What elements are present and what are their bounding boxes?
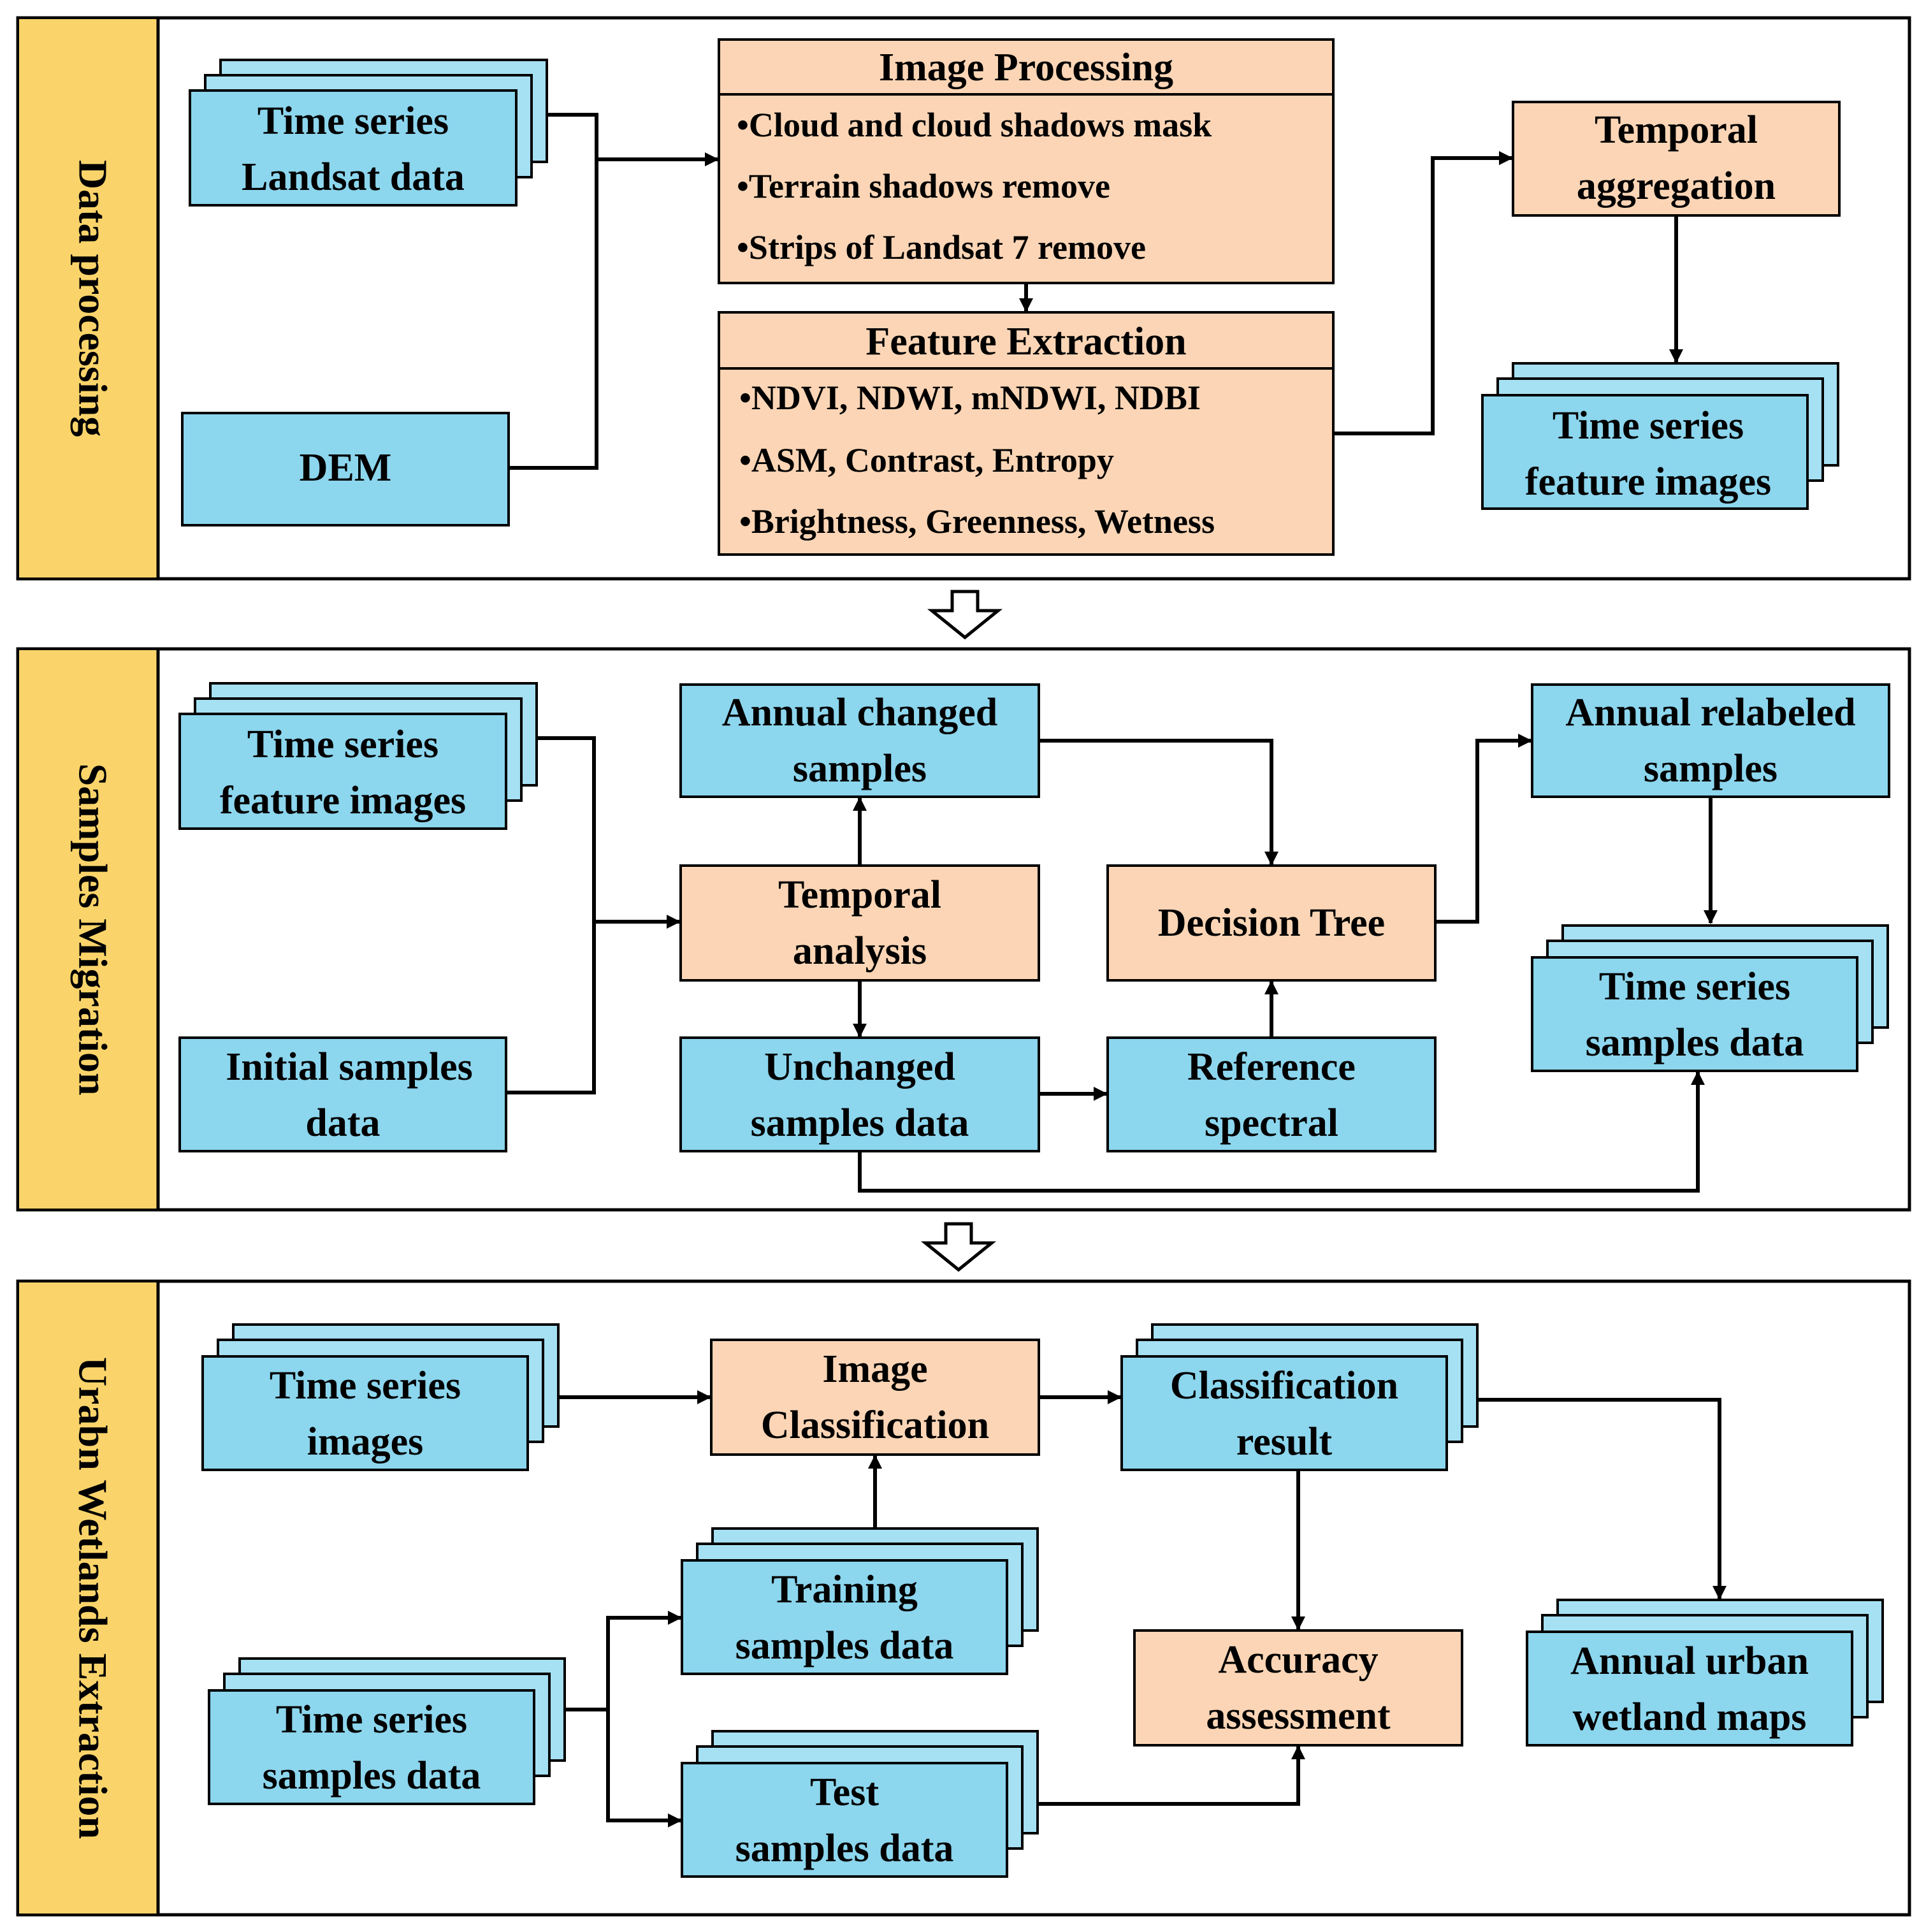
stage-arrow-icon bbox=[920, 1222, 997, 1272]
panel-wetlands-extraction: Urabn Wetlands Extraction Time series im… bbox=[16, 1279, 1911, 1917]
arrow bbox=[566, 1611, 682, 1711]
stage-arrow-icon bbox=[927, 590, 1003, 640]
landsat-label-1: Time series bbox=[257, 99, 449, 143]
initial-samples-label-2: data bbox=[305, 1101, 380, 1145]
image-processing-item: •Cloud and cloud shadows mask bbox=[737, 106, 1212, 144]
panel-data-processing: Data processing Time series Landsat data… bbox=[16, 16, 1911, 581]
temporal-aggregation-label-1: Temporal bbox=[1595, 108, 1758, 152]
samples-data-label-2: samples data bbox=[1586, 1021, 1804, 1064]
temporal-analysis-label-2: analysis bbox=[793, 929, 927, 973]
dem-label: DEM bbox=[300, 446, 392, 490]
section-band bbox=[19, 650, 158, 1209]
unchanged-samples-label-1: Unchanged bbox=[764, 1045, 955, 1089]
image-classification-label-1: Image bbox=[822, 1347, 927, 1391]
initial-samples-label-1: Initial samples bbox=[226, 1045, 473, 1089]
accuracy-label-1: Accuracy bbox=[1218, 1638, 1378, 1681]
landsat-label-2: Landsat data bbox=[242, 156, 465, 199]
images-label-1: Time series bbox=[270, 1364, 461, 1407]
accuracy-label-2: assessment bbox=[1206, 1694, 1391, 1738]
annual-relabeled-label-2: samples bbox=[1644, 747, 1778, 790]
annual-changed-label-2: samples bbox=[793, 747, 927, 790]
connector bbox=[510, 113, 598, 470]
panel-samples-migration: Samples Migration Time series feature im… bbox=[16, 647, 1911, 1212]
samples-data-label-1: Time series bbox=[276, 1698, 467, 1741]
feature-extraction-item: •Brightness, Greenness, Wetness bbox=[739, 502, 1215, 541]
image-processing-title: Image Processing bbox=[879, 46, 1173, 89]
dem-box: DEM bbox=[181, 412, 510, 527]
test-label-1: Test bbox=[810, 1771, 879, 1814]
feature-images-stack: Time series feature images bbox=[1481, 362, 1839, 510]
arrow bbox=[1039, 1745, 1305, 1806]
wetland-maps-label-1: Annual urban bbox=[1570, 1639, 1809, 1683]
wetland-maps-label-2: wetland maps bbox=[1573, 1696, 1807, 1739]
samples-data-stack: Time series samples data bbox=[1531, 924, 1889, 1072]
image-processing-item: •Strips of Landsat 7 remove bbox=[737, 228, 1146, 266]
classification-result-stack: Classification result bbox=[1120, 1323, 1479, 1471]
samples-data-label-1: Time series bbox=[1599, 965, 1790, 1008]
feature-images-label-1: Time series bbox=[247, 723, 438, 766]
feature-images-label-1: Time series bbox=[1553, 404, 1744, 447]
image-classification-label-2: Classification bbox=[761, 1404, 989, 1447]
arrow bbox=[1040, 739, 1278, 866]
temporal-aggregation-box: Temporal aggregation bbox=[1512, 101, 1841, 217]
classification-result-label-2: result bbox=[1236, 1420, 1333, 1464]
image-classification-box: Image Classification bbox=[710, 1339, 1040, 1456]
arrow bbox=[606, 1710, 682, 1827]
samples-data-label-2: samples data bbox=[263, 1754, 481, 1798]
annual-changed-label-1: Annual changed bbox=[722, 691, 997, 734]
landsat-stack: Time series Landsat data bbox=[189, 59, 548, 207]
reference-spectral-box: Reference spectral bbox=[1106, 1036, 1437, 1152]
accuracy-assessment-box: Accuracy assessment bbox=[1133, 1629, 1463, 1747]
temporal-analysis-box: Temporal analysis bbox=[679, 864, 1040, 982]
annual-relabeled-label-1: Annual relabeled bbox=[1565, 691, 1855, 734]
image-processing-box: Image Processing •Cloud and cloud shadow… bbox=[718, 38, 1335, 284]
wetland-maps-stack: Annual urban wetland maps bbox=[1526, 1599, 1884, 1747]
decision-tree-label: Decision Tree bbox=[1158, 901, 1385, 945]
arrow bbox=[1479, 1398, 1727, 1600]
feature-extraction-title: Feature Extraction bbox=[865, 320, 1186, 363]
feature-images-label-2: feature images bbox=[1525, 460, 1771, 504]
samples-data-stack: Time series samples data bbox=[208, 1657, 566, 1805]
feature-images-label-2: feature images bbox=[220, 779, 466, 822]
section-band bbox=[19, 1282, 158, 1914]
training-label-2: samples data bbox=[735, 1624, 954, 1667]
temporal-aggregation-label-2: aggregation bbox=[1577, 164, 1776, 208]
test-samples-stack: Test samples data bbox=[681, 1730, 1039, 1878]
training-samples-stack: Training samples data bbox=[681, 1527, 1039, 1675]
annual-changed-box: Annual changed samples bbox=[679, 683, 1040, 798]
feature-extraction-box: Feature Extraction •NDVI, NDWI, mNDWI, N… bbox=[718, 311, 1335, 556]
feature-extraction-item: •ASM, Contrast, Entropy bbox=[739, 441, 1114, 479]
classification-result-label-1: Classification bbox=[1170, 1364, 1398, 1407]
arrow bbox=[858, 1071, 1705, 1193]
decision-tree-box: Decision Tree bbox=[1106, 864, 1437, 982]
temporal-analysis-label-1: Temporal bbox=[778, 873, 941, 917]
annual-relabeled-box: Annual relabeled samples bbox=[1531, 683, 1890, 798]
test-label-2: samples data bbox=[735, 1827, 954, 1870]
arrow bbox=[1335, 151, 1513, 435]
section-label-samples-migration: Samples Migration bbox=[70, 764, 115, 1096]
feature-images-stack: Time series feature images bbox=[178, 682, 538, 830]
image-processing-item: •Terrain shadows remove bbox=[737, 167, 1110, 205]
arrow bbox=[1437, 734, 1532, 924]
unchanged-samples-label-2: samples data bbox=[751, 1101, 969, 1145]
images-label-2: images bbox=[307, 1420, 424, 1464]
section-band bbox=[19, 19, 158, 577]
reference-spectral-label-2: spectral bbox=[1205, 1101, 1338, 1145]
training-label-1: Training bbox=[771, 1568, 918, 1611]
reference-spectral-label-1: Reference bbox=[1187, 1045, 1356, 1089]
section-label-wetlands-extraction: Urabn Wetlands Extraction bbox=[70, 1357, 115, 1839]
images-stack: Time series images bbox=[201, 1323, 560, 1471]
connector bbox=[507, 736, 596, 1094]
section-label-data-processing: Data processing bbox=[70, 160, 115, 437]
unchanged-samples-box: Unchanged samples data bbox=[679, 1036, 1040, 1152]
initial-samples-box: Initial samples data bbox=[178, 1036, 507, 1152]
feature-extraction-item: •NDVI, NDWI, mNDWI, NDBI bbox=[739, 379, 1201, 417]
